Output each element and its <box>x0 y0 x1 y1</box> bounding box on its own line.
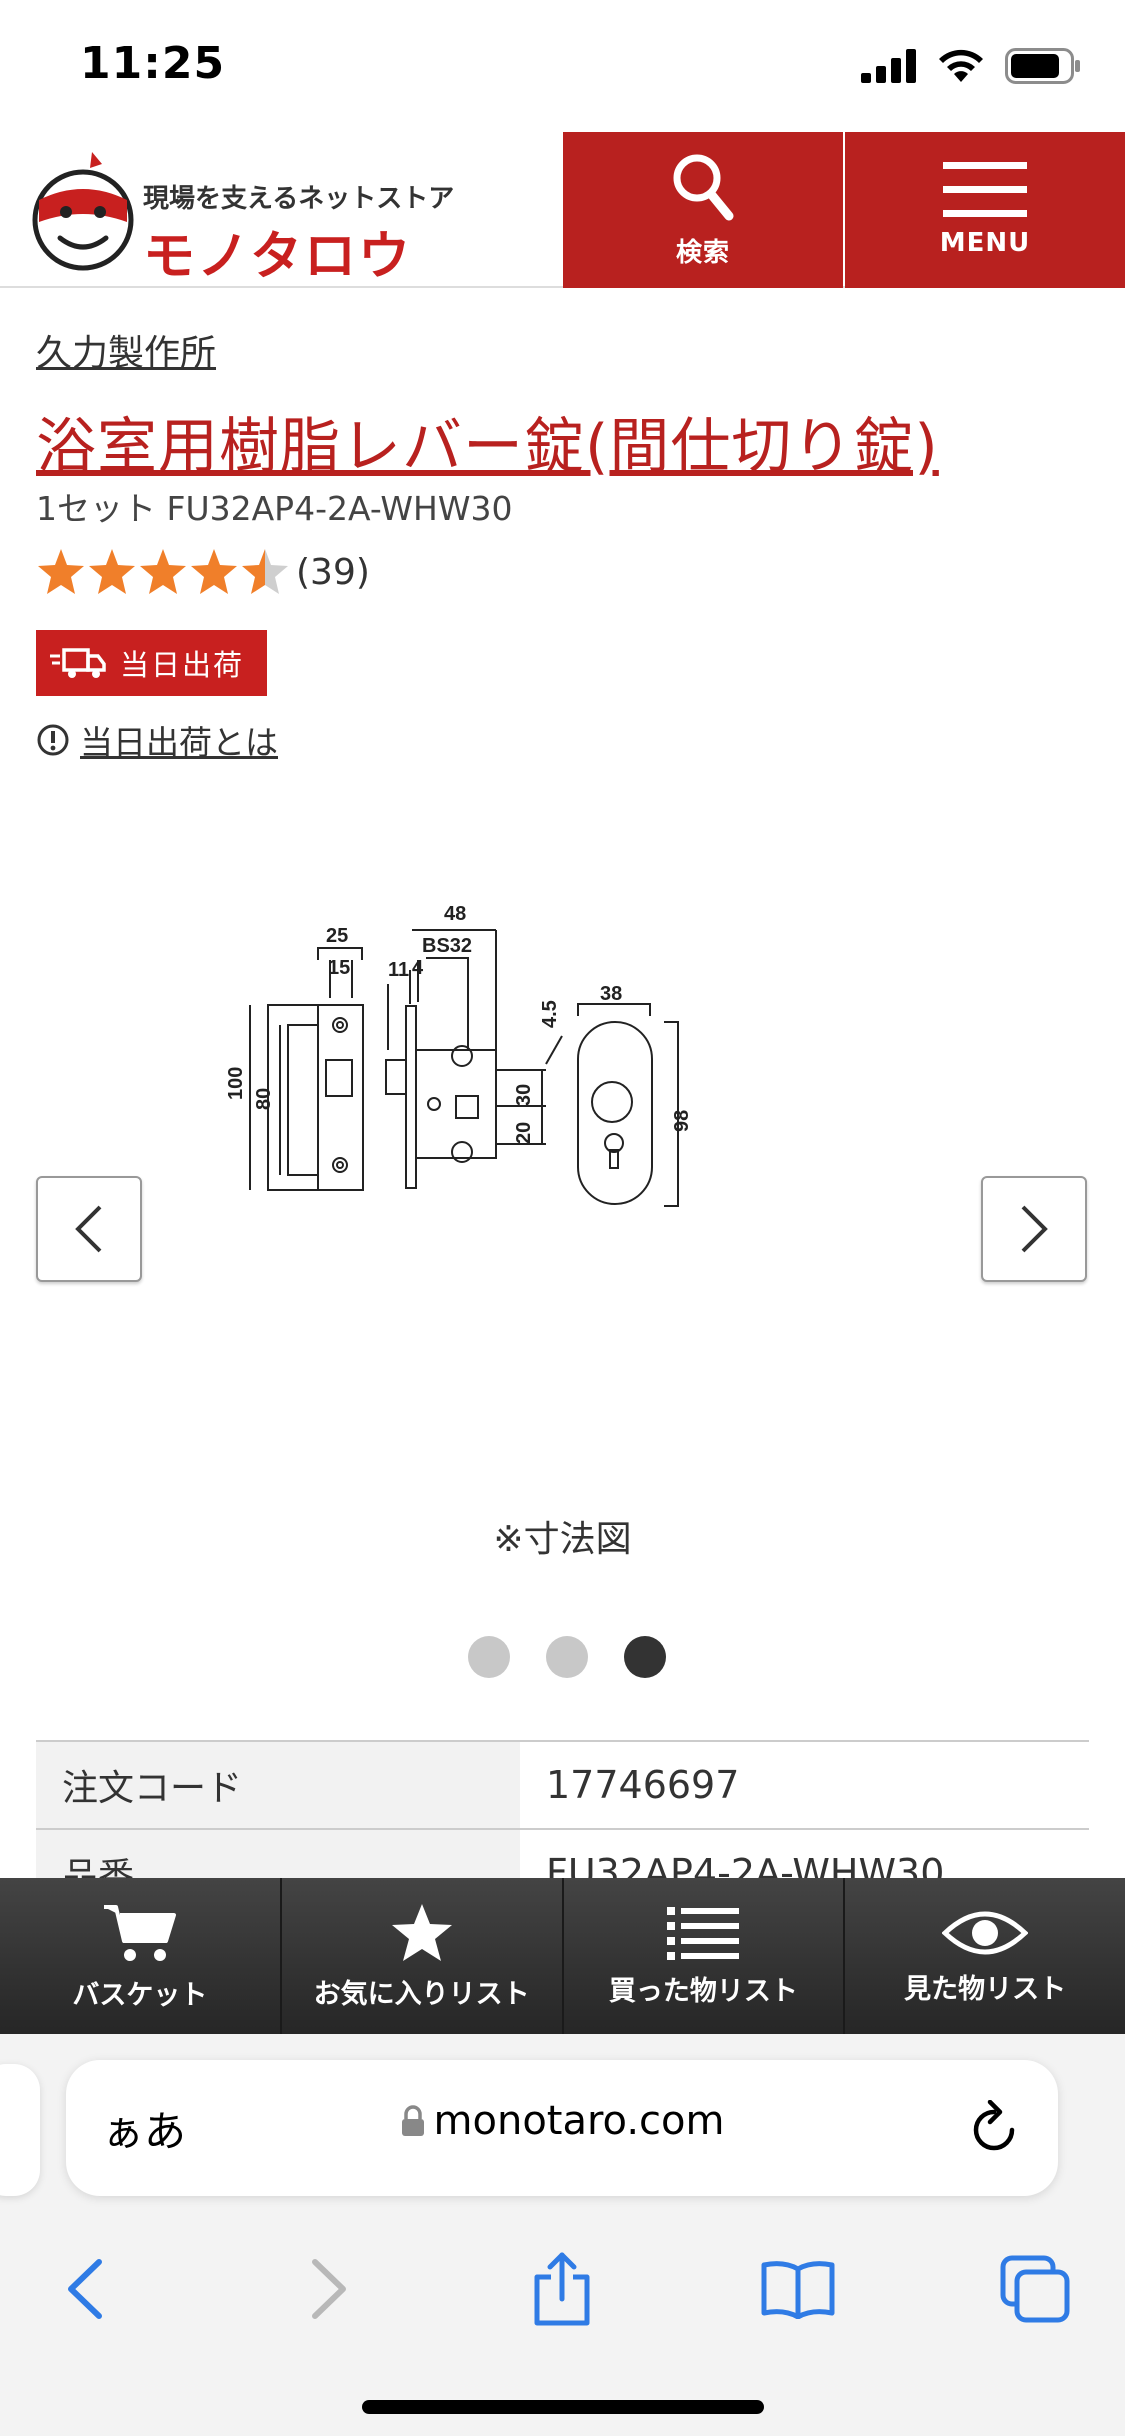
mascot-icon <box>32 152 134 271</box>
reader-options-button[interactable]: ぁあ <box>102 2107 187 2156</box>
status-icons <box>861 48 1081 84</box>
dimension-label: 80 <box>253 1088 275 1110</box>
carousel-dot[interactable] <box>468 1636 510 1678</box>
dimension-label: 25 <box>326 925 348 947</box>
product-subtitle: 1セット FU32AP4-2A-WHW30 <box>36 489 513 528</box>
dimension-label: 4 <box>412 957 424 979</box>
share-button[interactable] <box>517 2244 607 2334</box>
menu-button[interactable]: MENU <box>845 132 1125 288</box>
purchased-list-button[interactable]: 買った物リスト <box>564 1878 846 2034</box>
carousel-dot[interactable] <box>624 1636 666 1678</box>
battery-icon <box>1005 48 1080 84</box>
dimension-label: 4.5 <box>539 1000 561 1028</box>
bookmarks-button[interactable] <box>753 2244 843 2334</box>
back-button[interactable] <box>40 2244 130 2334</box>
dimension-label: BS32 <box>422 935 472 957</box>
same-day-shipping-info-text: 当日出荷とは <box>80 723 278 762</box>
tabs-button[interactable] <box>990 2244 1080 2334</box>
reload-icon <box>973 2099 1015 2151</box>
bottom-nav: バスケット お気に入りリスト 買った物リスト 見た物リスト <box>0 1878 1125 2034</box>
address-bar[interactable]: ぁあ monotaro.com <box>66 2060 1058 2196</box>
rating-count: (39) <box>296 551 370 593</box>
logo-name: モノタロウ <box>143 227 412 287</box>
home-indicator <box>362 2400 764 2414</box>
spec-row-order-code: 注文コード 17746697 <box>36 1742 1089 1830</box>
dimension-label: 11 <box>388 959 409 981</box>
rating-star <box>140 549 186 594</box>
url-text: monotaro.com <box>433 2098 725 2144</box>
share-icon <box>534 2252 590 2326</box>
maker-link[interactable]: 久力製作所 <box>36 333 217 374</box>
dimension-label: 48 <box>444 903 466 925</box>
spec-value: 17746697 <box>546 1763 740 1807</box>
carousel-prev-button[interactable] <box>36 1176 142 1282</box>
browser-toolbar <box>0 2224 1125 2354</box>
tabs-icon <box>1000 2255 1070 2323</box>
product-title[interactable]: 浴室用樹脂レバー錠(間仕切り錠) <box>36 412 939 482</box>
carousel-dots <box>468 1636 666 1678</box>
forward-button[interactable] <box>284 2244 374 2334</box>
chevron-right-icon <box>312 2259 346 2319</box>
same-day-shipping-info-link[interactable]: 当日出荷とは <box>36 716 278 764</box>
chevron-right-icon <box>1021 1205 1048 1253</box>
search-icon <box>673 154 734 220</box>
viewed-list-button[interactable]: 見た物リスト <box>845 1878 1125 2034</box>
purchased-list-label: 買った物リスト <box>608 1975 798 2007</box>
search-label: 検索 <box>675 237 730 268</box>
site-header: 現場を支えるネットストア モノタロウ 検索 MENU <box>0 132 1125 288</box>
cellular-signal-icon <box>861 49 916 83</box>
eye-icon <box>942 1911 1029 1954</box>
basket-button[interactable]: バスケット <box>0 1878 282 2034</box>
book-icon <box>761 2261 835 2319</box>
carousel-dot[interactable] <box>546 1636 588 1678</box>
wifi-icon <box>939 49 983 82</box>
dimension-label: 15 <box>328 957 350 979</box>
url-display: monotaro.com <box>66 2098 1058 2144</box>
carousel-next-button[interactable] <box>981 1176 1087 1282</box>
image-caption: ※寸法図 <box>493 1519 632 1560</box>
same-day-shipping-badge: 当日出荷 <box>36 630 267 696</box>
delivery-truck-icon <box>50 648 106 678</box>
cart-icon <box>103 1904 176 1961</box>
star-icon <box>391 1903 452 1961</box>
search-button[interactable]: 検索 <box>563 132 843 288</box>
viewed-list-label: 見た物リスト <box>904 1973 1067 2005</box>
same-day-shipping-text: 当日出荷 <box>120 648 245 682</box>
list-icon <box>667 1906 740 1960</box>
chevron-left-icon <box>68 2259 102 2319</box>
rating-star <box>38 549 84 594</box>
lock-icon <box>401 2105 424 2136</box>
chevron-left-icon <box>75 1205 102 1253</box>
dimension-label: 100 <box>225 1067 247 1100</box>
browser-chrome: ぁあ monotaro.com <box>0 2034 1125 2436</box>
favorites-label: お気に入りリスト <box>313 1978 530 2010</box>
dimension-label: 20 <box>513 1122 535 1144</box>
dimension-label: 98 <box>671 1110 693 1132</box>
info-circle-icon <box>37 724 69 756</box>
dimension-label: 30 <box>513 1084 535 1106</box>
previous-tab-peek[interactable] <box>0 2064 40 2196</box>
dimension-label: 38 <box>600 983 622 1005</box>
rating-star <box>89 549 135 594</box>
rating-star <box>242 549 288 594</box>
hamburger-icon <box>943 162 1027 217</box>
logo-tagline: 現場を支えるネットストア <box>143 184 455 214</box>
rating-star <box>191 549 237 594</box>
favorites-button[interactable]: お気に入りリスト <box>282 1878 564 2034</box>
reload-button[interactable] <box>968 2099 1020 2160</box>
spec-label: 注文コード <box>36 1742 520 1828</box>
menu-label: MENU <box>939 228 1031 258</box>
basket-label: バスケット <box>72 1979 208 2011</box>
status-bar: 11:25 <box>0 0 1125 132</box>
rating-stars <box>38 549 288 594</box>
monotaro-logo[interactable]: 現場を支えるネットストア モノタロウ <box>30 148 454 287</box>
status-time: 11:25 <box>80 38 226 89</box>
rating[interactable]: (39) <box>36 544 370 600</box>
